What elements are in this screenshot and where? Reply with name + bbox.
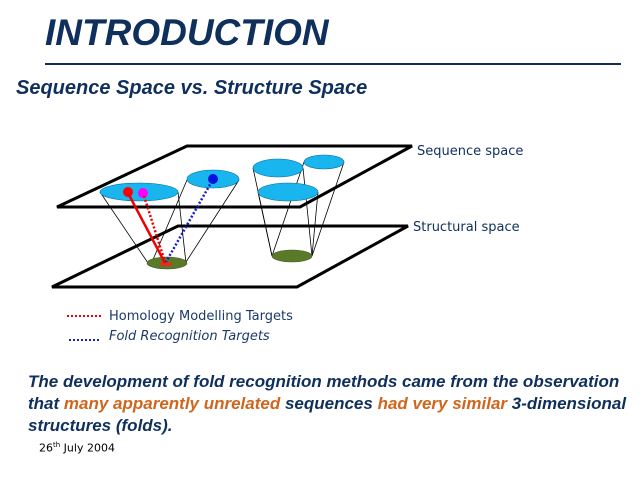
structural-space-plane (51, 224, 409, 289)
homology-solid-line (126, 192, 167, 264)
sequence-space-label: Sequence space (417, 144, 524, 159)
slide-subtitle: Sequence Space vs. Structure Space (16, 77, 368, 99)
homology-dotted-line (142, 195, 167, 263)
date-rest: July 2004 (60, 441, 115, 455)
structural-space-label: Structural space (413, 220, 520, 235)
date-suffix: th (53, 441, 61, 449)
highlight-text: had very similar (377, 394, 508, 413)
sequence-space-plane (56, 144, 413, 209)
legend-fold-label: Fold Recognition Targets (109, 329, 270, 344)
cone-lines (99, 161, 345, 264)
sequence-point-blue (208, 174, 218, 184)
slide-title: INTRODUCTION (45, 12, 329, 53)
body-text-part: sequences (280, 394, 378, 413)
body-text-part: The development of fold recognition meth… (28, 372, 620, 413)
footer-date: 26th July 2004 (39, 441, 115, 455)
fold-recognition-dotted-line (164, 180, 214, 263)
body-text-part: 3-dimensional structures (folds). (28, 394, 627, 435)
structure-point (160, 261, 172, 267)
highlight-text: many apparently unrelated (63, 394, 281, 413)
legend-homology-label: Homology Modelling Targets (109, 309, 293, 324)
sequence-point-red (123, 187, 133, 197)
date-day: 26 (39, 441, 53, 455)
body-text: The development of fold recognition meth… (28, 371, 628, 437)
sequence-point-magenta (138, 188, 148, 198)
fold-clusters (146, 249, 313, 270)
sequence-clusters (99, 154, 345, 202)
title-divider (45, 63, 621, 65)
